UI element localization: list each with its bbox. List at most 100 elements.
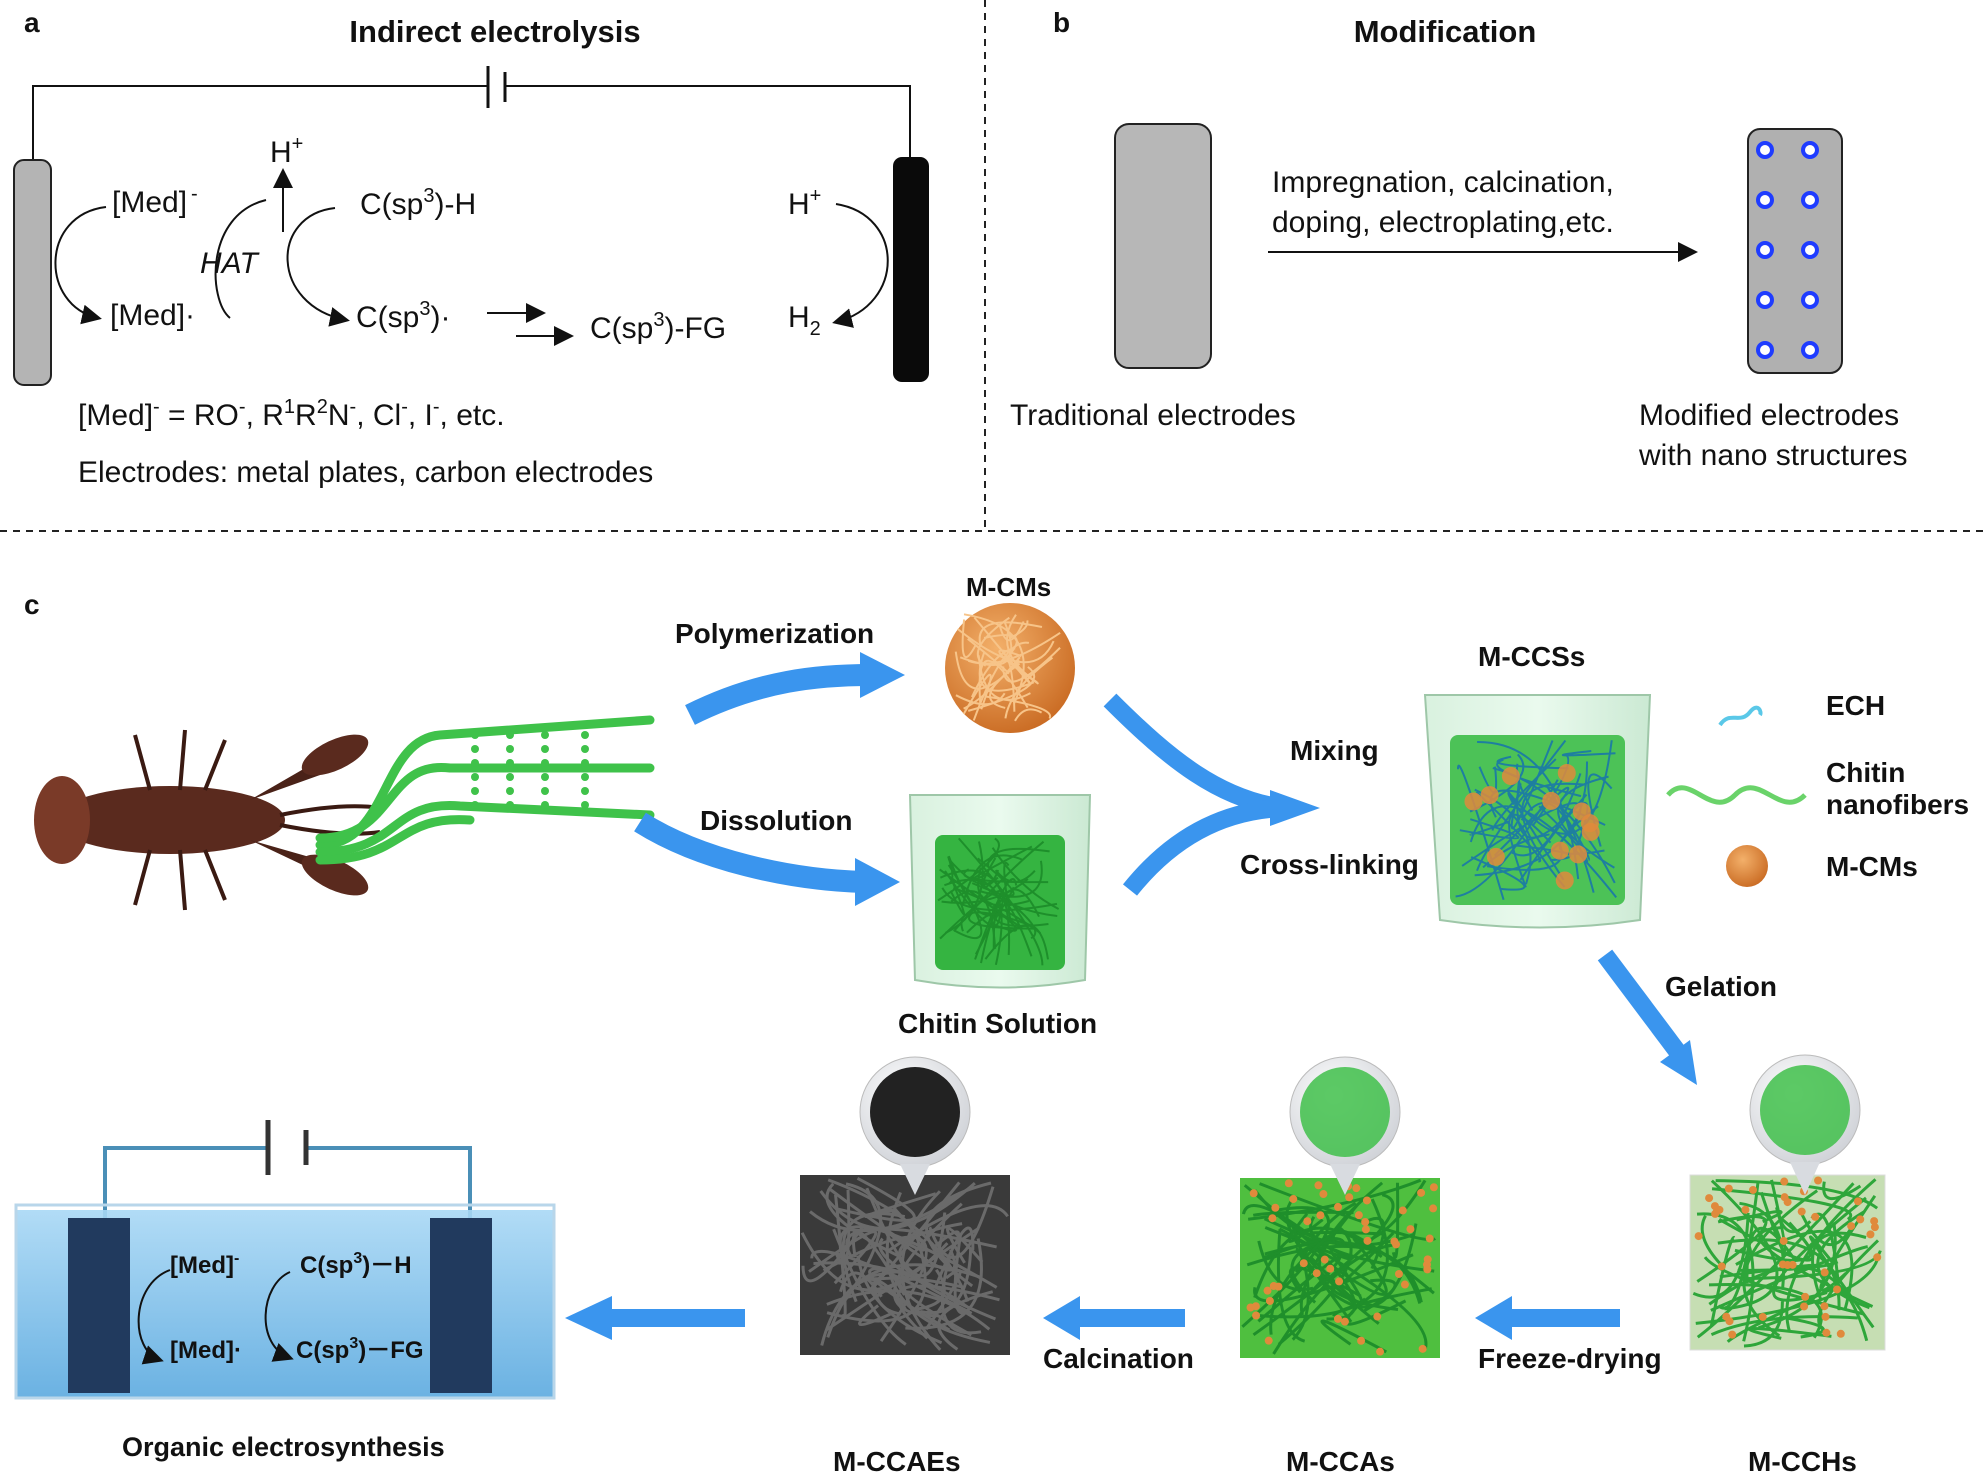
ccas-particle <box>1357 1336 1366 1345</box>
ccas-particle <box>1392 1240 1401 1249</box>
chitin-bead <box>506 759 514 767</box>
ccas-particle <box>1268 1214 1277 1223</box>
chitin-bead <box>471 731 479 739</box>
cchs-particle <box>1800 1302 1809 1311</box>
ccas-particle <box>1249 1189 1258 1198</box>
cchs-fiber <box>1816 1210 1871 1310</box>
ccas-particle <box>1376 1347 1385 1356</box>
csp3-fg: C(sp3)-FG <box>590 309 726 345</box>
cchs-particle <box>1780 1193 1789 1202</box>
m-cchs-label: M-CCHs <box>1748 1446 1857 1477</box>
cchs-fiber <box>1719 1263 1818 1279</box>
ccss-fiber <box>1469 805 1618 899</box>
m-cms-threads <box>954 613 1061 722</box>
ccaes-fiber <box>900 1190 942 1351</box>
cchs-fiber <box>1759 1179 1787 1253</box>
ccss-particle <box>1486 847 1505 866</box>
m-cms-top-label: M-CMs <box>966 572 1051 602</box>
ccss-particle <box>1555 871 1574 890</box>
chitin-solution-beaker <box>908 794 1092 989</box>
ccas-particle <box>1423 1265 1432 1274</box>
dissolution-label: Dissolution <box>700 805 852 836</box>
ball-thread <box>957 628 1055 664</box>
ccas-particle <box>1406 1225 1415 1234</box>
solution-fiber <box>949 879 966 915</box>
ball-thread <box>976 616 1010 667</box>
ball-thread <box>955 692 1006 706</box>
mediator-definition: [Med]- = RO-, R1R2N-, Cl-, I-, etc. <box>78 396 505 432</box>
ball-thread <box>1014 708 1043 722</box>
solution-fiber <box>939 869 1011 955</box>
ccas-particle <box>1352 1184 1361 1193</box>
chitin-bead <box>471 745 479 753</box>
traditional-label: Traditional electrodes <box>1010 399 1296 432</box>
cchs-particle <box>1783 1261 1792 1270</box>
ccas-particle <box>1264 1336 1273 1345</box>
cell-csp3-h: C(sp3)－H <box>300 1250 412 1279</box>
ccas-fiber <box>1331 1229 1435 1295</box>
solution-fiber <box>969 845 1033 882</box>
cchs-particle <box>1853 1197 1862 1206</box>
chitin-bead <box>506 731 514 739</box>
cchs-particle <box>1814 1176 1823 1185</box>
solution-fiber <box>994 869 1036 883</box>
gelation-arrow <box>1597 949 1688 1061</box>
ccss-particle <box>1501 767 1520 786</box>
ccss-particle <box>1480 786 1499 805</box>
cchs-particle <box>1797 1207 1806 1216</box>
electrosynthesis-cell <box>14 1120 556 1400</box>
solution-fiber <box>941 878 1029 904</box>
legend-m-cms-label: M-CMs <box>1826 851 1918 882</box>
cchs-particle <box>1715 1205 1724 1214</box>
chitin-bead <box>541 731 549 739</box>
ccas-particle <box>1284 1179 1293 1188</box>
cchs-particle <box>1822 1328 1831 1337</box>
ball-thread <box>961 619 977 659</box>
cchs-particle <box>1728 1330 1737 1339</box>
mixing-arrow-lower <box>1122 799 1286 896</box>
nano-dot <box>1801 291 1819 309</box>
ccas-particle <box>1265 1296 1274 1305</box>
chitin-bead <box>541 745 549 753</box>
cchs-fiber <box>1822 1181 1862 1201</box>
legend-ech-label: ECH <box>1826 690 1885 721</box>
ccas-particle <box>1362 1196 1371 1205</box>
cchs-fiber <box>1747 1326 1832 1340</box>
ccss-particle <box>1572 802 1591 821</box>
ccaes-fiber <box>868 1181 961 1293</box>
ball-thread <box>978 659 1029 709</box>
chitin-bead <box>541 787 549 795</box>
csp3-radical: C(sp3)· <box>356 298 450 334</box>
organic-electrosynthesis-label: Organic electrosynthesis <box>122 1432 445 1462</box>
ccas-particle <box>1354 1211 1363 1220</box>
cchs-particle <box>1811 1212 1820 1221</box>
med-radical: [Med]· <box>110 299 195 332</box>
ccas-particle <box>1326 1264 1335 1273</box>
ccas-particle <box>1320 1255 1329 1264</box>
solution-fiber <box>939 889 1006 940</box>
ccas-fiber <box>1287 1212 1324 1243</box>
cchs-fiber <box>1700 1214 1723 1266</box>
anode-electrode <box>13 159 52 386</box>
cchs-particle <box>1758 1312 1767 1321</box>
cchs-particle <box>1820 1302 1829 1311</box>
m-ccas-cube <box>1240 1056 1440 1358</box>
lobster-icon <box>34 729 381 911</box>
nano-dot <box>1801 241 1819 259</box>
ccss-fiber <box>1561 749 1616 757</box>
cchs-fiber <box>1739 1201 1785 1290</box>
ccaes-fiber <box>801 1223 866 1283</box>
solution-fiber <box>960 911 1036 932</box>
nano-dots <box>1756 141 1819 359</box>
polymerization-label: Polymerization <box>675 618 874 649</box>
solution-fiber <box>937 837 1000 902</box>
panel-b: b Modification Impregnation, calcination… <box>1010 7 1907 472</box>
cchs-particle <box>1856 1215 1865 1224</box>
solution-fiber <box>1003 861 1012 923</box>
chitin-bead <box>471 801 479 809</box>
solution-fiber <box>947 858 1000 886</box>
cchs-particle <box>1779 1236 1788 1245</box>
cchs-particle <box>1741 1205 1750 1214</box>
ccas-particle <box>1429 1183 1438 1192</box>
ccss-particle <box>1464 792 1483 811</box>
